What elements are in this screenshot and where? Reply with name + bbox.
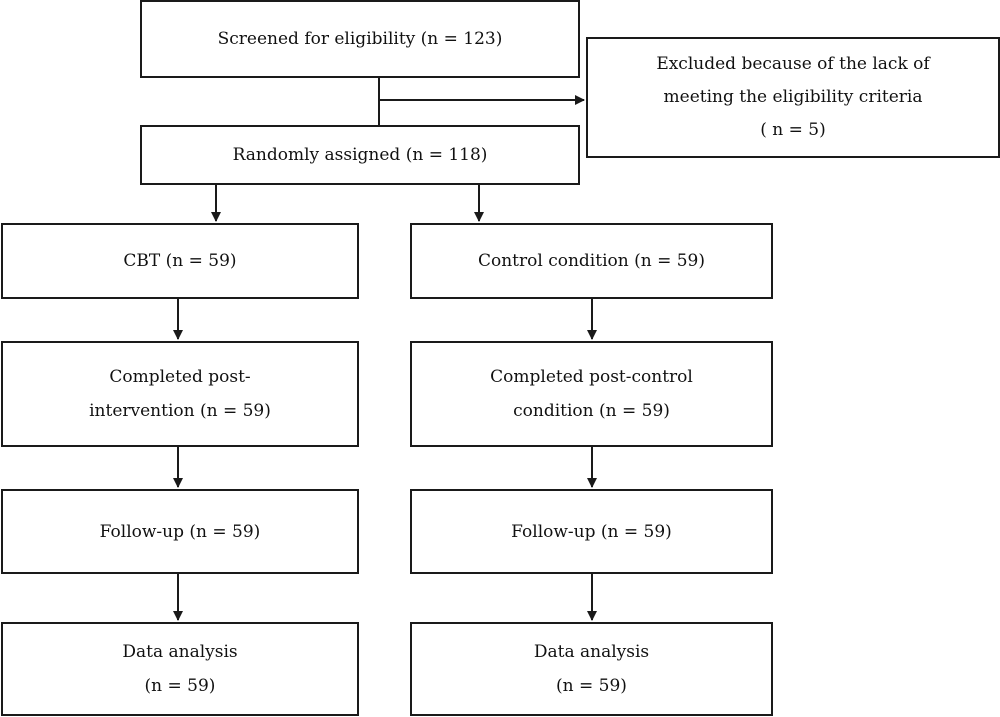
control-followup-box: Follow-up (n = 59) bbox=[410, 489, 773, 574]
excluded-line-1: Excluded because of the lack of bbox=[656, 54, 930, 74]
randomized-box: Randomly assigned (n = 118) bbox=[140, 125, 580, 185]
cbt-followup-label: Follow-up (n = 59) bbox=[99, 521, 261, 542]
control-allocation-label: Control condition (n = 59) bbox=[477, 251, 705, 271]
excluded-line-2: meeting the eligibility criteria bbox=[663, 87, 923, 107]
cbt-data-analysis-box: Data analysis (n = 59) bbox=[1, 622, 359, 716]
cbt-post-line-1: Completed post- bbox=[109, 367, 251, 387]
cbt-analysis-line-1: Data analysis bbox=[122, 642, 238, 662]
control-followup-label: Follow-up (n = 59) bbox=[511, 521, 672, 542]
cbt-post-intervention-box: Completed post- intervention (n = 59) bbox=[1, 341, 359, 447]
control-data-analysis-box: Data analysis (n = 59) bbox=[410, 622, 773, 716]
control-post-line-2: condition (n = 59) bbox=[513, 401, 670, 421]
control-post-line-1: Completed post-control bbox=[490, 367, 693, 387]
excluded-line-3: ( n = 5) bbox=[760, 120, 826, 140]
excluded-box: Excluded because of the lack of meeting … bbox=[586, 37, 1000, 158]
cbt-post-line-2: intervention (n = 59) bbox=[89, 401, 271, 421]
cbt-allocation-label: CBT (n = 59) bbox=[123, 251, 237, 271]
control-analysis-line-1: Data analysis bbox=[533, 642, 650, 662]
control-analysis-line-2: (n = 59) bbox=[556, 676, 627, 696]
cbt-followup-box: Follow-up (n = 59) bbox=[1, 489, 359, 574]
screened-box: Screened for eligibility (n = 123) bbox=[140, 0, 580, 78]
control-allocation-box: Control condition (n = 59) bbox=[410, 223, 773, 299]
control-post-condition-box: Completed post-control condition (n = 59… bbox=[410, 341, 773, 447]
cbt-allocation-box: CBT (n = 59) bbox=[1, 223, 359, 299]
cbt-analysis-line-2: (n = 59) bbox=[144, 676, 216, 696]
randomized-label: Randomly assigned (n = 118) bbox=[232, 145, 488, 165]
screened-label: Screened for eligibility (n = 123) bbox=[217, 29, 503, 49]
